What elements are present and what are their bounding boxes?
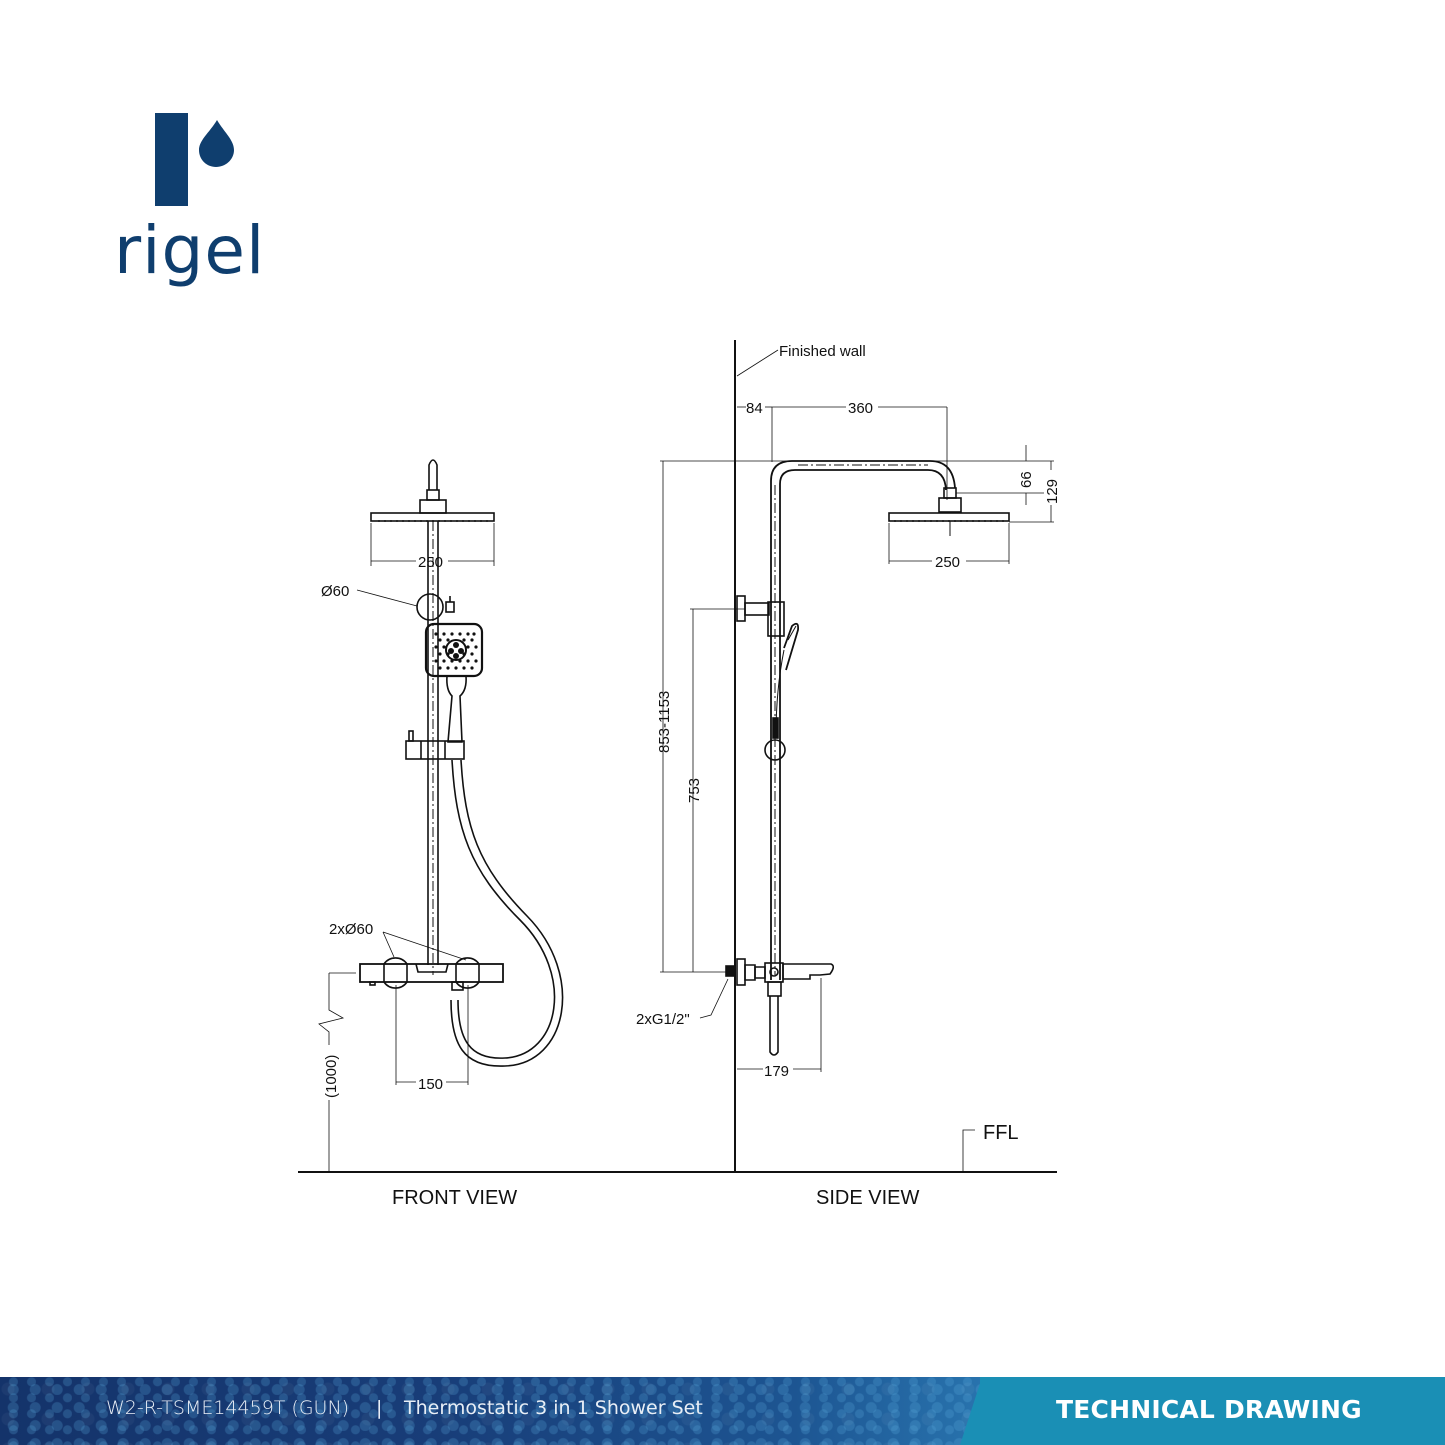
front-hand-shower-handle	[446, 675, 467, 743]
head-total-drop-label: 129	[1044, 479, 1061, 504]
spout-projection-label: 179	[764, 1063, 789, 1080]
wall-offset-label: 84	[746, 400, 763, 417]
front-top-tube	[428, 459, 438, 490]
logo-bar	[155, 113, 188, 206]
arm-length-label: 360	[848, 400, 873, 417]
inlet-thread-label: 2xG1/2"	[636, 1011, 690, 1028]
bracket-height-label: 753	[686, 778, 703, 803]
side-view-title: SIDE VIEW	[816, 1187, 919, 1209]
side-shower-head	[888, 512, 1010, 522]
model-number: W2-R-TSME14459T (GUN)	[106, 1397, 350, 1419]
footer-banner: W2-R-TSME14459T (GUN) | Thermostatic 3 i…	[0, 1377, 1445, 1445]
front-hose	[451, 759, 556, 1059]
front-view-title: FRONT VIEW	[392, 1187, 517, 1209]
footer-separator: |	[376, 1397, 383, 1419]
finished-wall-label: Finished wall	[779, 343, 866, 360]
total-height-label: 853-1153	[656, 691, 673, 753]
front-view	[318, 459, 564, 1172]
water-drop-icon	[199, 120, 234, 167]
side-hose-outlet	[769, 996, 779, 1056]
side-hand-shower	[783, 622, 800, 671]
side-head-width-label: 250	[935, 554, 960, 571]
side-inlet-connector	[725, 965, 736, 977]
brand-name: rigel	[114, 212, 266, 289]
product-name: Thermostatic 3 in 1 Shower Set	[404, 1397, 703, 1419]
front-slide-bracket	[405, 740, 465, 760]
side-shower-arm	[770, 460, 956, 980]
rigel-logo-mark	[155, 113, 234, 206]
front-holder-ring	[416, 593, 444, 621]
front-inlet-spacing-label: 150	[418, 1076, 443, 1093]
front-knob-left	[383, 957, 408, 989]
front-head-width-label: 250	[418, 554, 443, 571]
front-hand-shower-head	[424, 622, 484, 678]
side-bath-spout	[782, 963, 835, 980]
front-mount-height-label: (1000)	[323, 1055, 340, 1098]
hand-shower-nozzles	[434, 632, 478, 670]
side-view	[660, 349, 1054, 1172]
front-holder-diameter-label: Ø60	[321, 583, 349, 600]
ffl-label: FFL	[983, 1122, 1019, 1144]
footer-accent-fill	[980, 1377, 1445, 1445]
front-thermostatic-mixer	[359, 963, 504, 983]
front-knob-diameter-label: 2xØ60	[329, 921, 373, 938]
front-shower-head	[370, 512, 495, 522]
section-title: TECHNICAL DRAWING	[1056, 1395, 1362, 1424]
hand-shower-center	[445, 639, 467, 661]
head-drop-label: 66	[1018, 471, 1035, 488]
side-slide-knob	[764, 739, 786, 761]
side-wall-bracket	[736, 595, 746, 622]
front-knob-right	[455, 957, 480, 989]
